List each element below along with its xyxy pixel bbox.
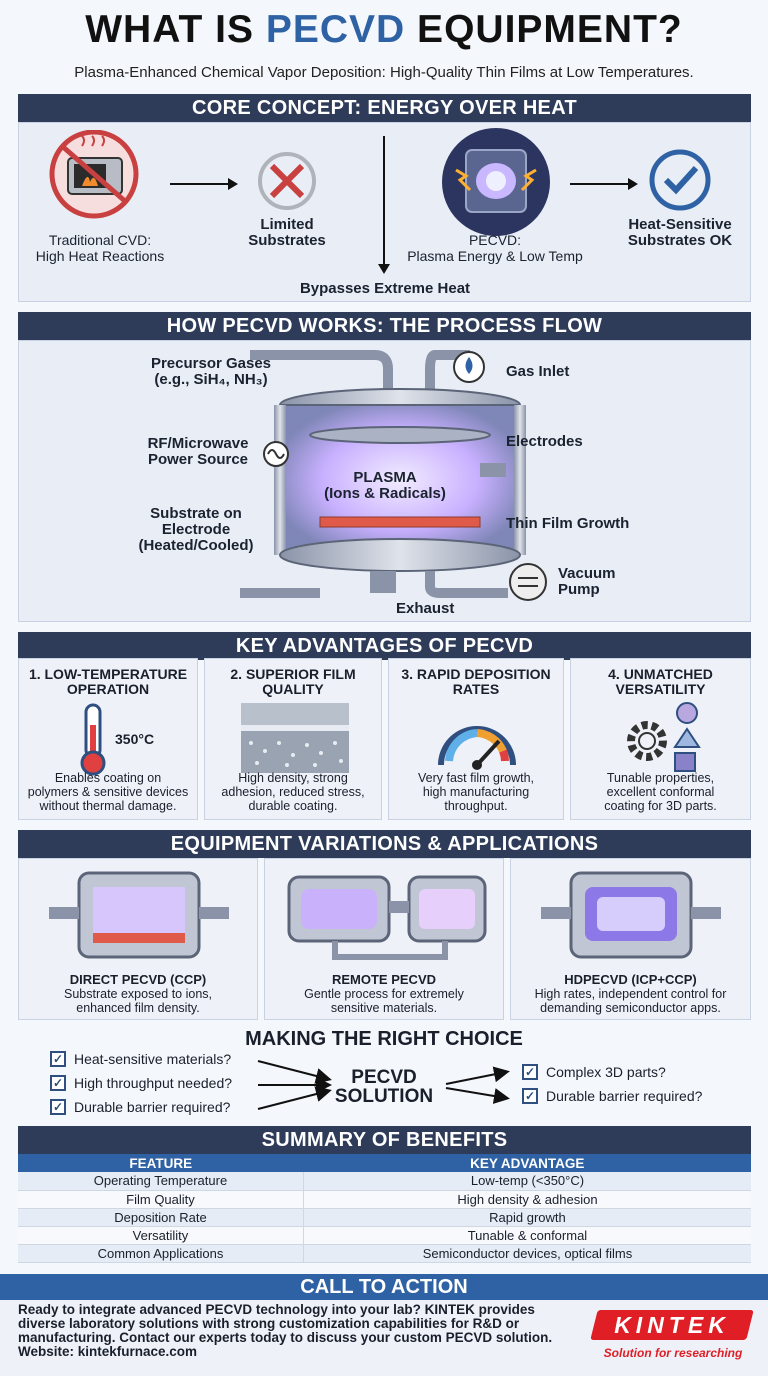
summary-heading: SUMMARY OF BENEFITS (18, 1126, 751, 1154)
choice-heading: MAKING THE RIGHT CHOICE (245, 1028, 523, 1050)
advantage-desc: High density, strong adhesion, reduced s… (221, 771, 365, 813)
pecvd-solution-label: PECVD SOLUTION (334, 1067, 434, 1107)
pecvd-chamber-diagram (240, 350, 526, 598)
checkmark-icon (649, 149, 711, 211)
traditional-cvd-label: Traditional CVD: High Heat Reactions (35, 232, 165, 264)
choice-right-2: ✓Durable barrier required? (522, 1088, 702, 1104)
hdpecvd-icon (541, 871, 721, 959)
substrate-label: Substrate on Electrode (Heated/Cooled) (138, 505, 254, 554)
advantage-card-3: 3. RAPID DEPOSITION RATES Very fast film… (388, 658, 564, 820)
advantage-card-2: 2. SUPERIOR FILM QUALITY High density, s… (204, 658, 382, 820)
checkbox-icon: ✓ (50, 1099, 66, 1115)
advantage-title: 3. RAPID DEPOSITION RATES (401, 666, 551, 697)
advantage-title: 2. SUPERIOR FILM QUALITY (230, 666, 356, 697)
choice-in-arrows (257, 1060, 332, 1110)
remote-pecvd-icon (287, 875, 487, 960)
arrow-to-limited (170, 178, 238, 190)
temperature-value: 350°C (115, 731, 155, 747)
checkbox-icon: ✓ (522, 1064, 538, 1080)
checkbox-icon: ✓ (50, 1051, 66, 1067)
cross-icon (258, 152, 316, 210)
choice-left-3: ✓Durable barrier required? (50, 1099, 230, 1115)
gear-shapes-icon (627, 702, 701, 772)
variation-title: HDPECVD (ICP+CCP) (564, 972, 697, 987)
advantage-title: 4. UNMATCHED VERSATILITY (608, 666, 713, 697)
process-flow-heading: HOW PECVD WORKS: THE PROCESS FLOW (18, 312, 751, 340)
advantages-heading: KEY ADVANTAGES OF PECVD (18, 632, 751, 660)
ac-power-icon (263, 441, 289, 467)
variation-card-hdpecvd: HDPECVD (ICP+CCP) High rates, independen… (510, 858, 751, 1020)
no-microwave-icon (49, 130, 139, 219)
col-feature-header: FEATURE (18, 1154, 304, 1172)
advantage-title: 1. LOW-TEMPERATURE OPERATION (28, 666, 188, 697)
variation-desc: High rates, independent control for dema… (534, 987, 727, 1015)
core-concept-heading: CORE CONCEPT: ENERGY OVER HEAT (18, 94, 751, 122)
film-layer-icon (241, 703, 349, 773)
variation-card-remote: REMOTE PECVD Gentle process for extremel… (264, 858, 504, 1020)
electrodes-label: Electrodes (506, 433, 583, 450)
checkbox-icon: ✓ (522, 1088, 538, 1104)
gas-inlet-label: Gas Inlet (506, 363, 570, 380)
pecvd-label: PECVD: Plasma Energy & Low Temp (407, 232, 583, 264)
variations-heading: EQUIPMENT VARIATIONS & APPLICATIONS (18, 830, 751, 858)
cta-heading: CALL TO ACTION (0, 1274, 768, 1300)
checkbox-icon: ✓ (50, 1075, 66, 1091)
advantage-card-1: 1. LOW-TEMPERATURE OPERATION 350°C Enabl… (18, 658, 198, 820)
advantage-desc: Tunable properties, excellent conformal … (604, 771, 717, 813)
bypass-arrow (383, 136, 385, 266)
gas-drop-icon (453, 351, 485, 383)
thin-film-label: Thin Film Growth (506, 515, 630, 532)
advantage-desc: Very fast film growth, high manufacturin… (417, 771, 534, 813)
advantage-desc: Enables coating on polymers & sensitive … (27, 771, 189, 813)
choice-left-1: ✓Heat-sensitive materials? (50, 1051, 231, 1067)
vacuum-pump-label: Vacuum Pump (558, 565, 616, 598)
plasma-chamber-icon (442, 128, 550, 236)
cta-text: Ready to integrate advanced PECVD techno… (18, 1302, 553, 1359)
logo-tagline: Solution for researching (603, 1346, 743, 1360)
limited-substrates-label: Limited Substrates (248, 216, 326, 249)
speedometer-icon (438, 726, 516, 770)
variation-desc: Substrate exposed to ions, enhanced film… (63, 987, 212, 1015)
choice-left-2: ✓High throughput needed? (50, 1075, 232, 1091)
heat-sensitive-ok-label: Heat-Sensitive Substrates OK (627, 216, 733, 249)
choice-out-arrows (445, 1066, 510, 1104)
variation-title: REMOTE PECVD (331, 972, 436, 987)
arrow-to-ok (570, 178, 638, 190)
precursor-gases-label: Precursor Gases (e.g., SiH₄, NH₃) (150, 355, 272, 388)
plasma-label: PLASMA (Ions & Radicals) (324, 469, 446, 502)
vacuum-pump-icon (509, 563, 547, 601)
page-title: WHAT IS PECVD EQUIPMENT? (85, 8, 683, 51)
website-link[interactable]: Website: kintekfurnace.com (18, 1344, 198, 1359)
page-subtitle: Plasma-Enhanced Chemical Vapor Depositio… (74, 64, 694, 81)
variation-desc: Gentle process for extremely sensitive m… (304, 987, 464, 1015)
logo-text: KINTEK (614, 1312, 730, 1338)
thermometer-icon (80, 703, 106, 776)
bypass-heat-label: Bypasses Extreme Heat (299, 280, 471, 297)
variation-title: DIRECT PECVD (CCP) (69, 972, 207, 987)
choice-right-1: ✓Complex 3D parts? (522, 1064, 666, 1080)
advantage-card-4: 4. UNMATCHED VERSATILITY Tunable propert… (570, 658, 751, 820)
direct-pecvd-icon (49, 871, 229, 959)
col-advantage-header: KEY ADVANTAGE (303, 1154, 751, 1172)
exhaust-label: Exhaust (396, 600, 455, 617)
bypass-arrow-head (378, 264, 390, 274)
variation-card-direct: DIRECT PECVD (CCP) Substrate exposed to … (18, 858, 258, 1020)
rf-power-label: RF/Microwave Power Source (147, 435, 249, 468)
